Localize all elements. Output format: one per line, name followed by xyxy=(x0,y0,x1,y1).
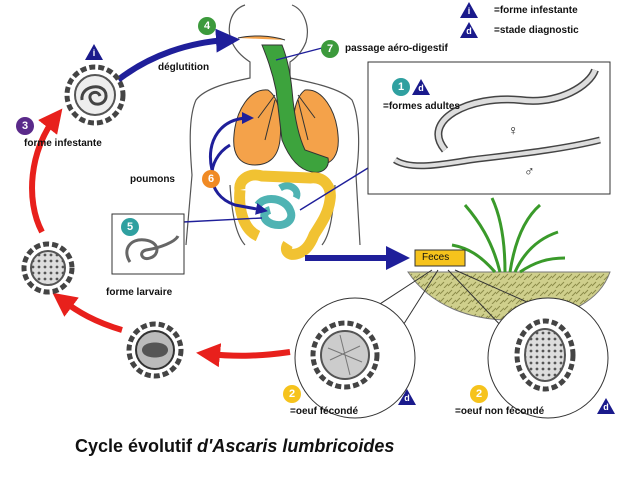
adult-diagnostic-letter: d xyxy=(418,83,424,93)
infestante-marker-triangle: i xyxy=(85,44,103,60)
feces-label: Feces xyxy=(422,252,450,263)
larva-drawing xyxy=(125,235,180,263)
diagnostic-legend-triangle: d xyxy=(460,22,478,38)
fertilized-diagnostic-letter: d xyxy=(404,393,410,403)
step-1-badge: 1 xyxy=(392,78,410,96)
unfertilized-diagnostic-letter: d xyxy=(603,402,609,412)
step-5-badge: 5 xyxy=(121,218,139,236)
feces-tag xyxy=(414,249,466,267)
infective-egg-icon xyxy=(64,64,126,126)
unfertilized-egg-icon xyxy=(514,318,576,392)
female-symbol: ♀ xyxy=(508,122,519,138)
lungs-label: poumons xyxy=(130,174,175,185)
unfertilized-diagnostic-triangle: d xyxy=(597,398,615,414)
fertilized-egg-icon xyxy=(310,320,380,390)
leader-lines xyxy=(182,47,369,223)
legend-diagnostic-label: =stade diagnostic xyxy=(494,25,579,36)
step-3-badge: 3 xyxy=(16,117,34,135)
infective-form-label: forme infestante xyxy=(24,138,102,149)
deglutition-label: déglutition xyxy=(158,62,210,73)
fertilized-diagnostic-triangle: d xyxy=(398,389,416,405)
step-7-badge: 7 xyxy=(321,40,339,58)
adult-worms-drawing xyxy=(393,68,601,170)
figure-caption: Cycle évolutif d'Ascaris lumbricoides xyxy=(75,436,394,457)
larval-form-label: forme larvaire xyxy=(106,287,173,298)
fertilized-egg-label: =oeuf fécondé xyxy=(290,406,359,417)
caption-species: d'Ascaris lumbricoides xyxy=(197,436,395,456)
caption-plain: Cycle évolutif xyxy=(75,436,198,456)
cycle-arrows xyxy=(29,108,291,368)
esophagus-stomach xyxy=(237,35,329,173)
infestante-marker-letter: i xyxy=(92,48,96,58)
adult-diagnostic-triangle: d xyxy=(412,79,430,95)
step-2-unfertilized-badge: 2 xyxy=(470,385,488,403)
step-6-badge: 6 xyxy=(202,170,220,188)
male-symbol: ♂ xyxy=(524,163,535,179)
adult-forms-label: =formes adultes xyxy=(383,101,460,112)
legend-infestante-label: =forme infestante xyxy=(494,5,578,16)
step-4-badge: 4 xyxy=(198,17,216,35)
infestante-legend-triangle: i xyxy=(460,2,478,18)
grass-icon xyxy=(451,197,566,274)
diagnostic-letter: d xyxy=(466,26,472,36)
aerodigestive-label: passage aéro-digestif xyxy=(345,43,448,54)
intestines xyxy=(234,169,336,260)
migration-path-upper xyxy=(209,112,254,171)
step-2-fertilized-badge: 2 xyxy=(283,385,301,403)
lungs xyxy=(233,89,339,166)
embryonated-egg-icon xyxy=(21,241,75,295)
infestante-letter: i xyxy=(467,6,471,16)
unfertilized-egg-label: =oeuf non fécondé xyxy=(455,406,545,417)
segmented-egg-icon xyxy=(126,321,184,379)
deglutition-arrow xyxy=(116,28,240,83)
